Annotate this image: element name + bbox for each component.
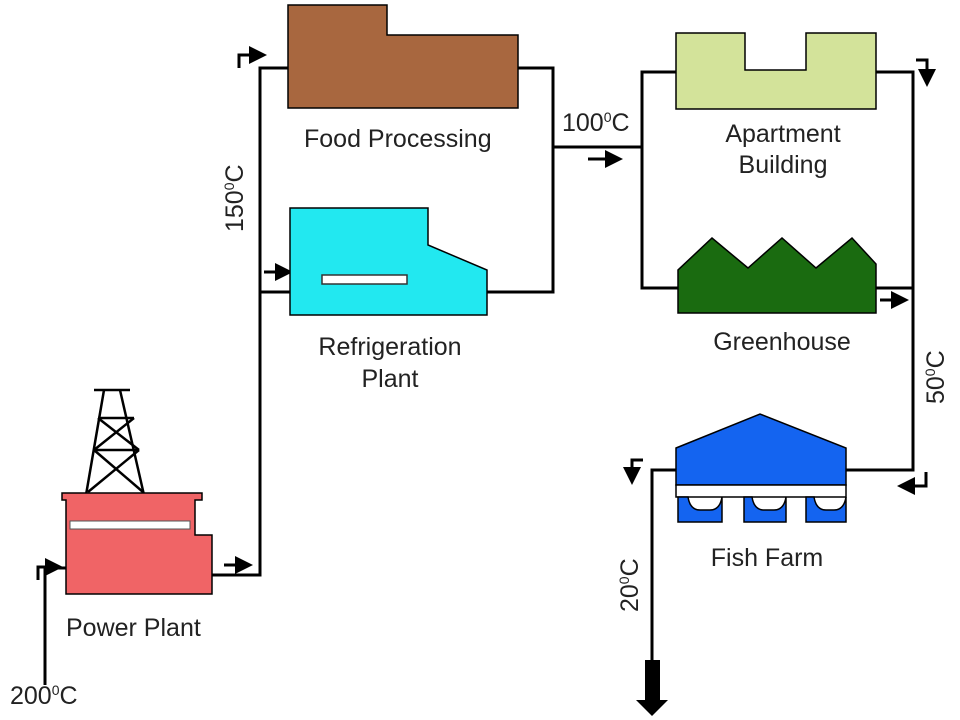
apartment-label-line1: Apartment (725, 120, 840, 148)
discharge-arrow (636, 660, 668, 716)
facility-labels: Power Plant Food Processing Refrigeratio… (66, 120, 851, 642)
fish-farm-inlet-arrow (897, 472, 928, 495)
degree-mark: 0 (616, 576, 632, 584)
temp-20-label: 200C (616, 558, 644, 612)
temp-200-value: 200 (10, 682, 52, 710)
main-riser-pipe (212, 66, 288, 577)
temp-50-label: 500C (922, 350, 950, 404)
50c-collector-pipe (846, 70, 915, 472)
degree-mark: 0 (52, 682, 60, 698)
temp-50-value: 50 (922, 376, 950, 404)
degree-mark: 0 (922, 368, 938, 376)
degree-mark: 0 (221, 182, 237, 190)
temp-unit: C (221, 164, 249, 182)
fish-farm-walkway (675, 484, 847, 498)
greenhouse-label: Greenhouse (713, 328, 851, 356)
derrick-icon (84, 388, 146, 496)
apartment-building (675, 32, 877, 110)
temp-150-value: 150 (221, 190, 249, 232)
temp-150-label: 1500C (221, 164, 249, 232)
temperature-labels: 2000C 1500C 1000C 500C 200C (10, 109, 950, 710)
fish-farm-building (675, 413, 847, 486)
fish-farm-outlet-arrow (623, 458, 643, 485)
power-plant-label: Power Plant (66, 614, 201, 642)
refrigeration-plant (289, 207, 488, 316)
temp-100-value: 100 (562, 109, 604, 137)
temp-100-label: 1000C (562, 109, 630, 137)
inlet-pipe (43, 566, 66, 685)
apartment-outlet-arrow (916, 58, 936, 87)
temp-unit: C (616, 558, 644, 576)
100c-distribution-pipe (640, 70, 678, 290)
refrigeration-plant-window (321, 274, 408, 285)
temp-unit: C (612, 109, 630, 137)
fish-farm (675, 413, 847, 523)
refrigeration-plant-building (289, 207, 488, 316)
fish-tank (743, 496, 787, 523)
degree-mark: 0 (604, 109, 612, 125)
temp-unit: C (922, 350, 950, 368)
food-processing-label: Food Processing (304, 125, 492, 153)
power-plant-building (61, 492, 213, 595)
20c-outlet-pipe (650, 468, 676, 670)
refrigeration-label-line1: Refrigeration (318, 333, 461, 361)
temp-20-value: 20 (616, 584, 644, 612)
greenhouse-building (677, 236, 877, 314)
power-plant-window (69, 520, 191, 530)
inlet-flow-arrow (36, 558, 63, 580)
temp-200-label: 2000C (10, 682, 78, 710)
flow-arrows (36, 46, 936, 716)
power-plant (61, 388, 213, 595)
fish-tank (677, 496, 723, 523)
fish-farm-label: Fish Farm (711, 544, 824, 572)
fish-tank (805, 496, 847, 523)
food-processing-inlet-arrow (237, 46, 267, 68)
temp-unit: C (60, 682, 78, 710)
pipe-network (43, 66, 915, 685)
return-collector-pipe (487, 66, 555, 294)
apartment-label-line2: Building (739, 151, 828, 179)
refrigeration-label-line2: Plant (362, 365, 419, 393)
food-processing-building (287, 4, 519, 109)
